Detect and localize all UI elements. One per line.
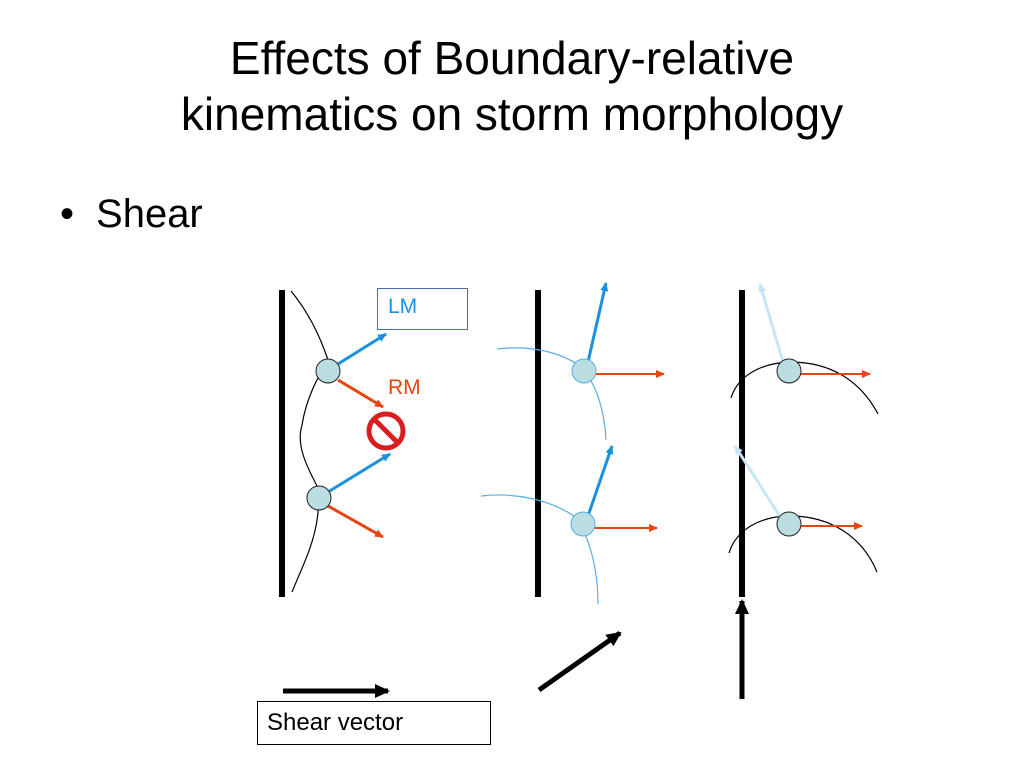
storm-cell — [306, 485, 332, 511]
shear-vector-arrow — [537, 630, 622, 693]
lm-label: LM — [377, 288, 468, 330]
storm-cell — [776, 358, 802, 384]
outflow-boundary-curve — [290, 290, 329, 593]
lm-arrow — [337, 332, 387, 366]
panel-2 — [480, 282, 665, 693]
storm-cell — [315, 358, 341, 384]
lm-arrow — [586, 445, 614, 517]
rm-label: RM — [388, 376, 421, 399]
shear-vector-label: Shear vector — [257, 701, 491, 745]
outflow-boundary-curve — [728, 515, 878, 573]
bullet-item-shear: • Shear — [60, 190, 203, 238]
outflow-boundary-curve — [730, 361, 879, 415]
storm-cell — [570, 511, 596, 537]
lm-arrow-faded — [733, 445, 783, 519]
title-line-2: kinematics on storm morphology — [180, 88, 844, 140]
rm-arrow — [327, 504, 384, 539]
lm-arrow — [327, 452, 391, 494]
slide-title: Effects of Boundary-relative kinematics … — [0, 30, 1024, 142]
no-symbol-icon — [366, 411, 406, 451]
title-line-1: Effects of Boundary-relative — [229, 32, 795, 84]
lm-arrow-faded — [758, 283, 785, 363]
panel-1 — [279, 290, 406, 698]
panel-3 — [728, 283, 879, 699]
storm-cell — [776, 511, 802, 537]
storm-cell — [571, 358, 597, 384]
bullet-glyph: • — [60, 192, 75, 236]
rm-arrow — [337, 378, 384, 409]
bullet-text: Shear — [96, 192, 203, 236]
lm-arrow — [586, 282, 609, 363]
